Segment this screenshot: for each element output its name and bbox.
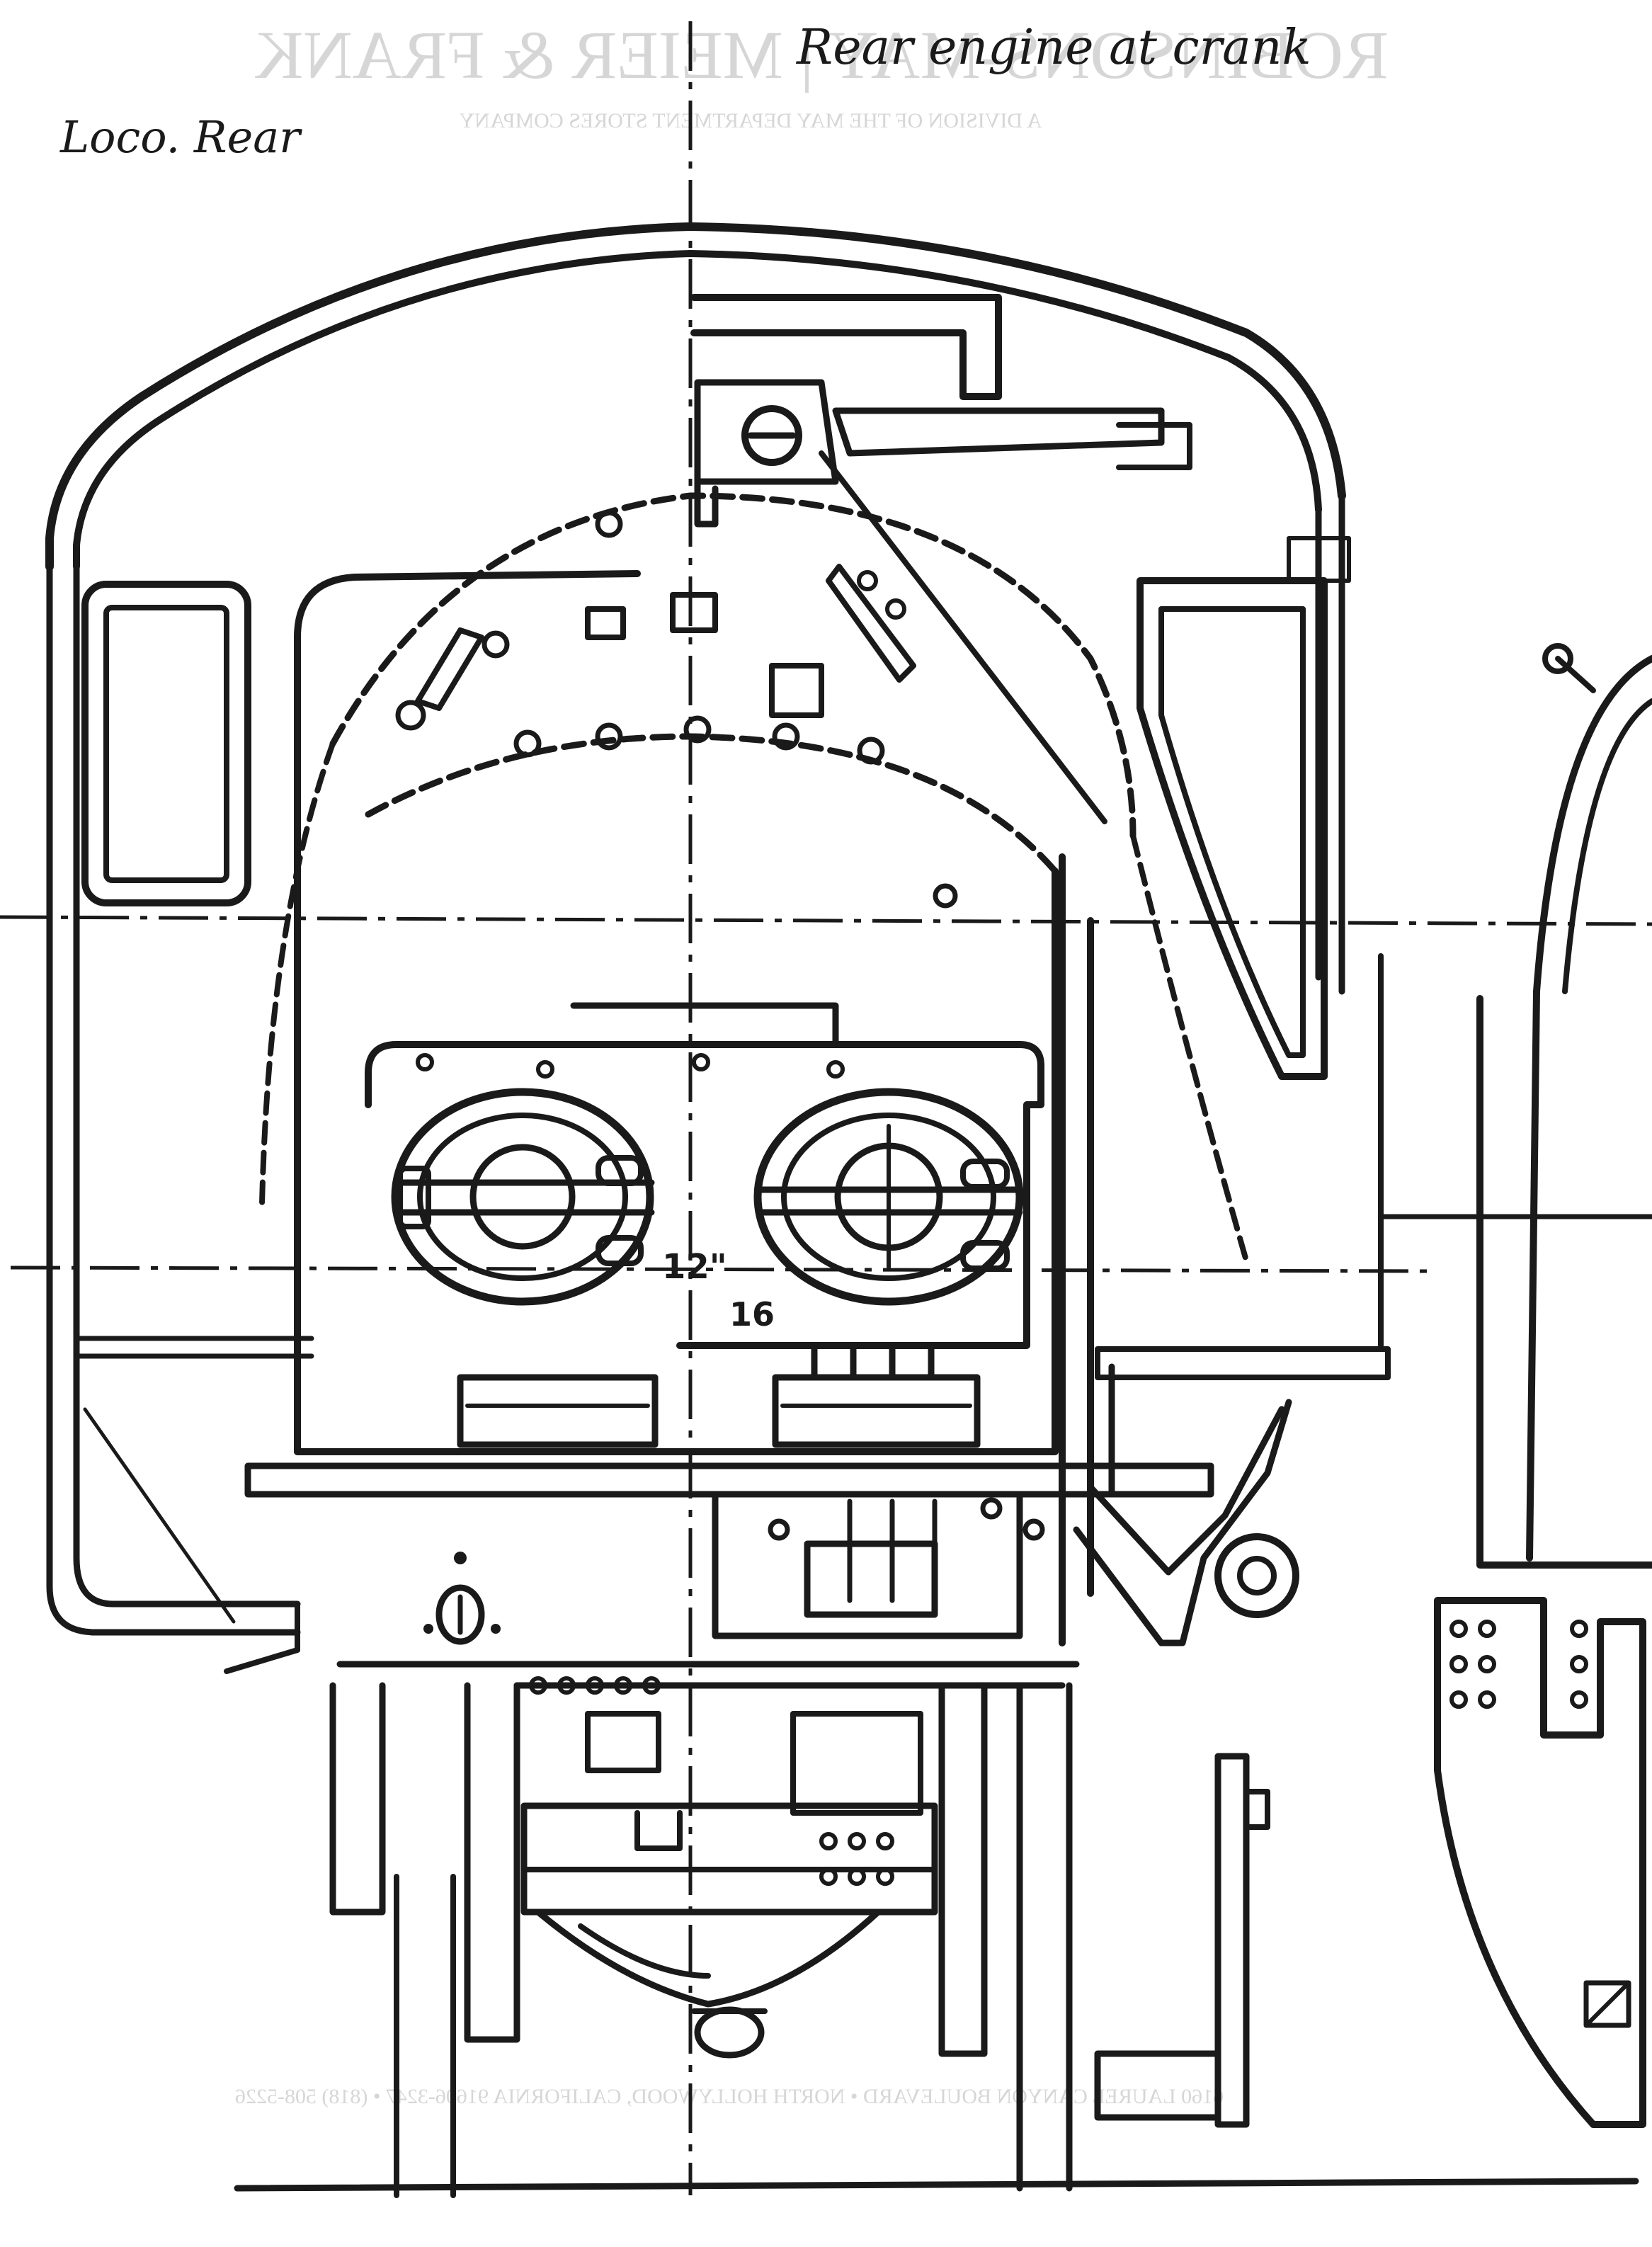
side-bracket-reverse-shaft: [1059, 853, 1391, 1646]
right-firedoor: [753, 1088, 1024, 1306]
reverse-gear-bracket: [690, 294, 1192, 824]
ghost-address-line: 6160 LAUREL CANYON BOULEVARD • NORTH HOL…: [235, 2085, 1224, 2108]
ghost-store-name: ROBINSONS-MAY | MEIER & FRANK: [254, 17, 1389, 93]
ghost-division-line: A DIVISION OF THE MAY DEPARTMENT STORES …: [459, 109, 1042, 132]
dimension-16: 16: [729, 1295, 775, 1333]
lower-frame-legs: [329, 1661, 1270, 2198]
center-lines: [0, 21, 1652, 2195]
tender-side: [1434, 643, 1652, 2128]
letterhead-ghost: ROBINSONS-MAY | MEIER & FRANK A DIVISION…: [235, 17, 1389, 2108]
firebox-plate: [365, 1002, 1044, 1349]
dimension-12-inch: 12": [662, 1247, 727, 1287]
note-loco-rear: Loco. Rear: [59, 111, 302, 163]
cab-body-outline: [45, 222, 1351, 1674]
left-cab-window: [81, 581, 251, 906]
right-cab-window: [1137, 577, 1328, 1080]
grate-shaker-blocks: [457, 1346, 981, 1448]
left-firedoor: [391, 1088, 655, 1306]
boiler-backhead: [259, 492, 1249, 1455]
note-rear-engine-at-crank: Rear engine at crank: [795, 20, 1311, 76]
footplate-and-frames: [244, 1462, 1214, 1645]
